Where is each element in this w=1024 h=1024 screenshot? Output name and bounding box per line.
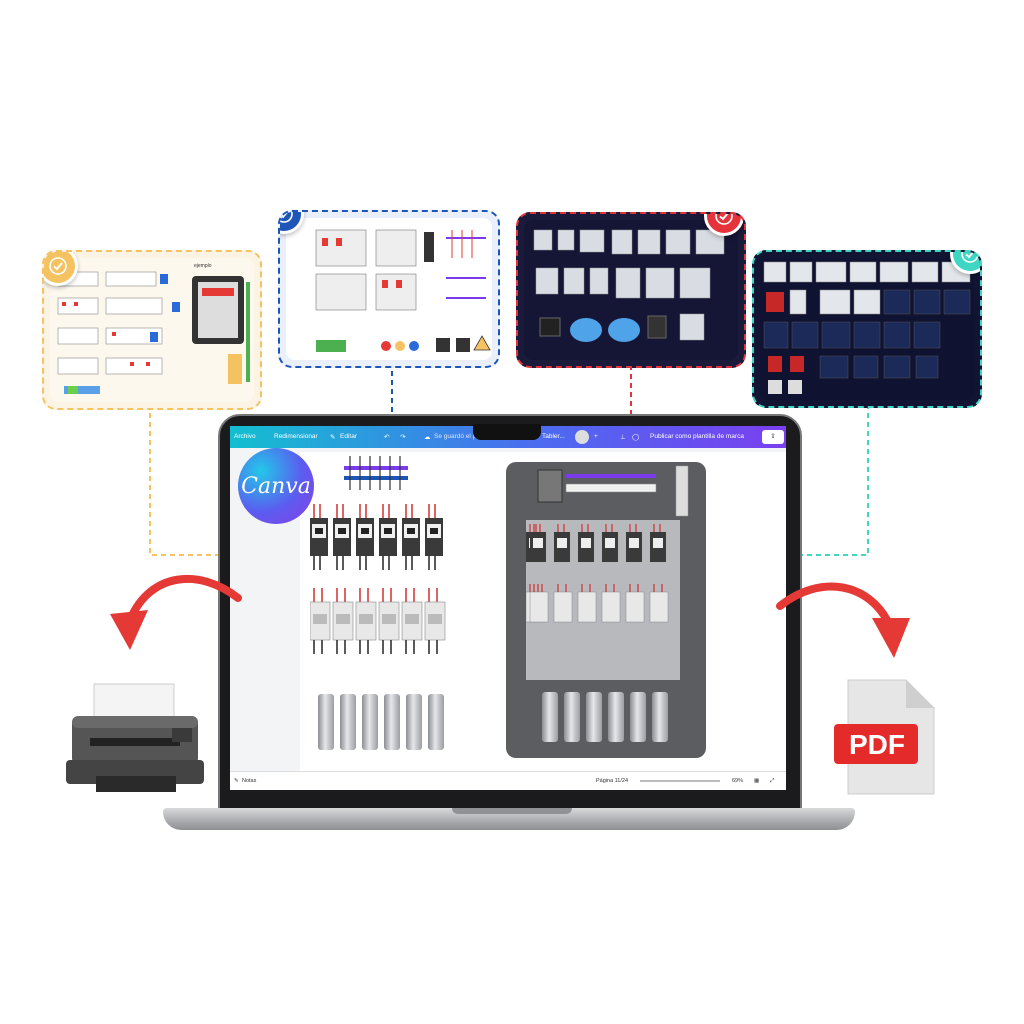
zoom-level[interactable]: 69% [732,778,744,784]
device-layout-3 [533,229,725,342]
add-icon[interactable]: + [594,433,598,440]
document-title[interactable]: Tabler... [542,433,565,440]
meter-layout-4 [763,261,971,394]
electrical-panel [506,462,706,758]
laptop-trackpad-lip [452,808,572,814]
avatar[interactable] [575,430,589,444]
arrow-to-pdf-icon [776,582,910,658]
notes-button[interactable]: Notas [242,778,257,784]
thumbnail-1-label: ejemplo [194,263,212,269]
thumbnail-1-content: ejemplo [50,258,254,402]
breaker-layout-2 [315,229,491,352]
page-indicator: Página 11/24 [596,778,629,784]
fullscreen-icon[interactable]: ⤢ [770,778,775,784]
publish-template-button[interactable]: Publicar como plantilla de marca [650,433,744,440]
thumbnail-4-content [760,258,974,400]
breaker-row [310,504,444,571]
canva-logo: Canva [238,448,314,524]
thumbnail-2-content [286,218,492,360]
busbar-top [344,456,408,490]
grid-view-icon[interactable]: ▦ [754,778,760,784]
cloud-icon: ☁ [424,434,431,441]
chart-icon[interactable]: ⊥ [620,434,626,441]
menu-resize[interactable]: Redimensionar [274,433,318,440]
template-thumbnail-3[interactable] [516,212,746,368]
template-thumbnail-1[interactable]: ejemplo [42,250,262,410]
template-thumbnail-2[interactable] [278,210,500,368]
thumbnail-3-content [524,220,738,360]
comment-icon[interactable]: ◯ [632,434,640,441]
menu-edit[interactable]: Editar [340,433,357,440]
laptop-base [163,808,855,830]
template-thumbnail-4[interactable] [752,250,982,408]
check-icon [950,252,980,274]
panel-components [526,465,689,623]
menu-file[interactable]: Archivo [234,433,256,440]
printer-icon[interactable] [62,680,212,800]
edit-icon[interactable]: ✎ [330,434,336,441]
breaker-layout-1 [57,271,250,394]
pdf-label: PDF [849,729,905,760]
editor-footer: ✎ Notas Página 11/24 69% ▦ ⤢ [230,771,786,790]
undo-icon[interactable]: ↶ [384,434,390,441]
contactor-row [310,588,446,655]
arrow-to-printer-icon [110,575,242,650]
zoom-slider[interactable] [640,780,720,782]
pdf-file-icon[interactable] [834,676,944,800]
camera-notch [473,424,541,440]
notes-icon[interactable]: ✎ [234,778,239,784]
save-status: Se guardó el proyecto [434,433,498,440]
canva-editor-screen: Archivo Redimensionar ✎ Editar ↶ ↷ ☁ Se … [230,426,786,790]
design-page[interactable] [300,452,786,772]
redo-icon[interactable]: ↷ [400,434,406,441]
share-button[interactable]: ⇪ [762,430,784,444]
